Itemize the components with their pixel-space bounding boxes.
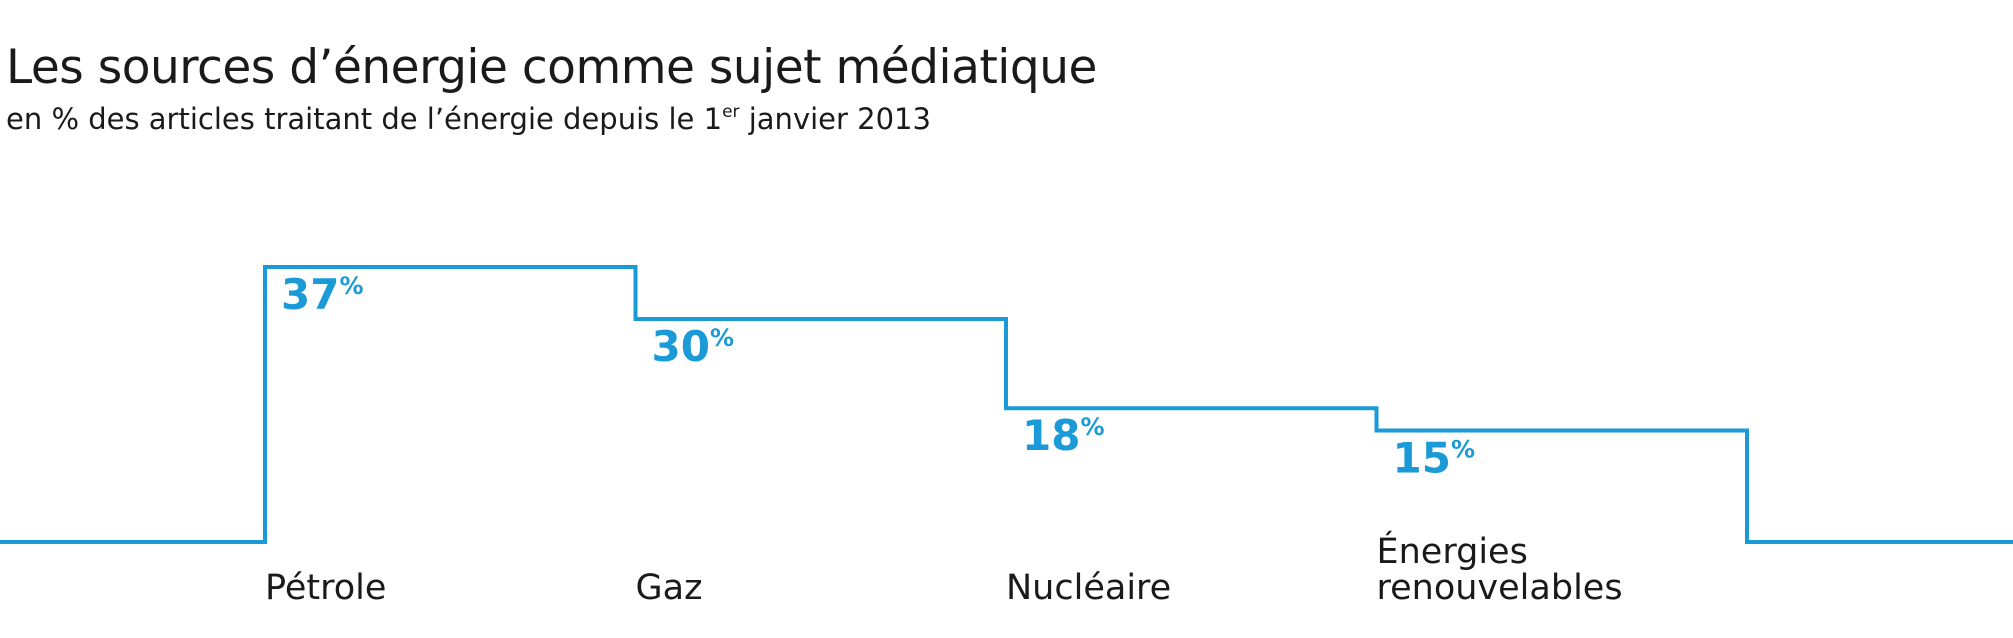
category-label-2: Gaz bbox=[636, 568, 703, 608]
category-label-1: Pétrole bbox=[265, 568, 386, 608]
category-label-3: Nucléaire bbox=[1006, 568, 1171, 608]
subtitle-text-end: janvier 2013 bbox=[739, 102, 931, 136]
value-label-4: 15% bbox=[1393, 434, 1476, 483]
chart-subtitle: en % des articles traitant de l’énergie … bbox=[6, 102, 931, 136]
subtitle-superscript: er bbox=[722, 102, 740, 122]
value-label-3: 18% bbox=[1022, 411, 1105, 460]
value-label-2: 30% bbox=[652, 322, 735, 371]
subtitle-text: en % des articles traitant de l’énergie … bbox=[6, 102, 723, 136]
step-line bbox=[0, 265, 2013, 544]
value-label-1: 37% bbox=[281, 270, 364, 319]
chart-title: Les sources d’énergie comme sujet médiat… bbox=[6, 40, 1097, 95]
